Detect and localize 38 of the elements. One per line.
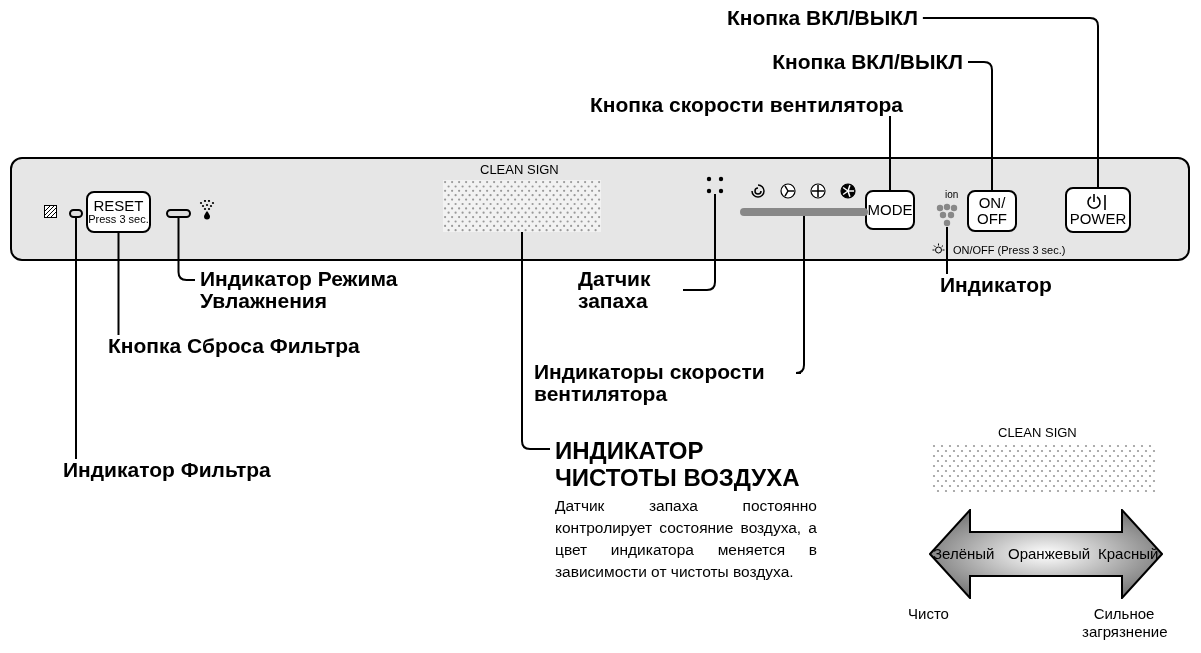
leader-line [75, 217, 77, 460]
leader-line [889, 115, 891, 191]
leader-line [921, 17, 1099, 188]
panel-button: POWER [1065, 187, 1131, 233]
scale-end-label: Сильное загрязнение [1082, 605, 1166, 641]
indicator-lamp [69, 209, 83, 218]
scale-label: Оранжевый [1008, 545, 1091, 563]
callout-label: Кнопка скорости вентилятора [590, 94, 903, 116]
callout-label: Кнопка ВКЛ/ВЫКЛ [772, 51, 963, 73]
leader-line [946, 226, 948, 275]
leader-line [117, 232, 120, 336]
callout-label: Датчик запаха [578, 268, 678, 312]
indicator-lamp [166, 209, 191, 218]
panel-button: MODE [865, 190, 915, 230]
callout-label: Индикатор Фильтра [63, 459, 271, 481]
scale-end-label: Чисто [908, 605, 949, 623]
panel-button: RESET Press 3 sec. [86, 191, 151, 233]
leader-line [967, 61, 993, 191]
indicator-bar [740, 208, 868, 216]
sensor-dots [706, 176, 724, 194]
callout-label: Кнопка ВКЛ/ВЫКЛ [727, 7, 918, 29]
callout-label: Индикатор Режима Увлажнения [200, 268, 400, 312]
scale-label: Красный [1098, 545, 1159, 563]
leader-line [521, 231, 551, 450]
dot-matrix-display [443, 180, 601, 232]
scale-label: Зелёный [933, 545, 995, 563]
callout-heading: ИНДИКАТОР ЧИСТОТЫ ВОЗДУХА [555, 437, 801, 491]
callout-label: Индикатор [940, 274, 1052, 296]
leader-line [682, 193, 716, 291]
description-text: Датчик запаха постоянно контролирует состояние воздуха, а цвет индикатора меняется в зависимости от чистоты воздуха. [555, 496, 817, 582]
panel-label: ion [945, 188, 959, 201]
ion-indicator-dots [936, 203, 958, 227]
callout-label: Индикаторы скорости вентилятора [534, 361, 796, 405]
panel-button: ON/ OFF [967, 190, 1017, 232]
display-label: CLEAN SIGN [998, 425, 1077, 441]
panel-label: ON/OFF (Press 3 sec.) [953, 243, 1066, 257]
callout-label: Кнопка Сброса Фильтра [108, 335, 360, 357]
panel-label: CLEAN SIGN [480, 162, 559, 178]
